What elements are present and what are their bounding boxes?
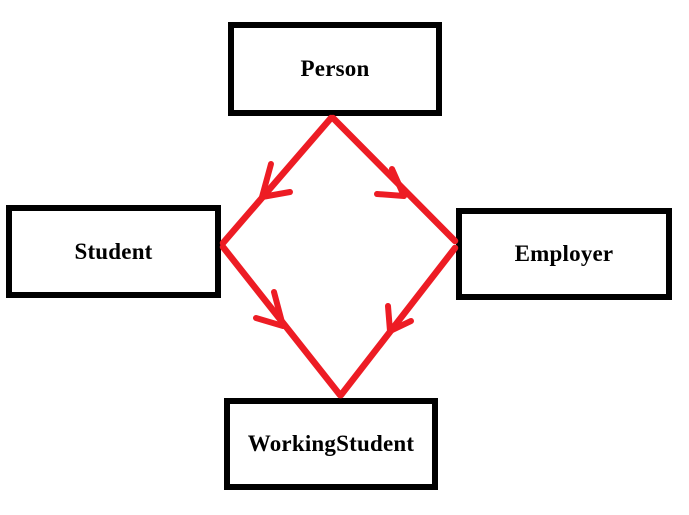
node-person-label: Person	[300, 56, 370, 81]
node-student: Student	[6, 205, 221, 298]
node-workingstudent-label: WorkingStudent	[247, 431, 415, 456]
node-employer-label: Employer	[514, 241, 614, 266]
node-person: Person	[228, 22, 442, 116]
edge-student-workingstudent-arrowhead-icon	[253, 289, 286, 329]
edge-student-workingstudent-line	[219, 243, 344, 399]
node-employer: Employer	[456, 208, 672, 300]
node-student-label: Student	[74, 238, 153, 264]
edge-person-employer-arrowhead-icon	[374, 166, 407, 199]
node-workingstudent: WorkingStudent	[224, 398, 438, 490]
edge-employer-workingstudent-line	[337, 244, 459, 399]
edge-employer-workingstudent-arrowhead-icon	[385, 303, 414, 334]
edge-person-student-arrowhead-icon	[259, 161, 293, 200]
edge-person-student-line	[219, 114, 335, 247]
edge-person-employer-line	[329, 114, 459, 245]
